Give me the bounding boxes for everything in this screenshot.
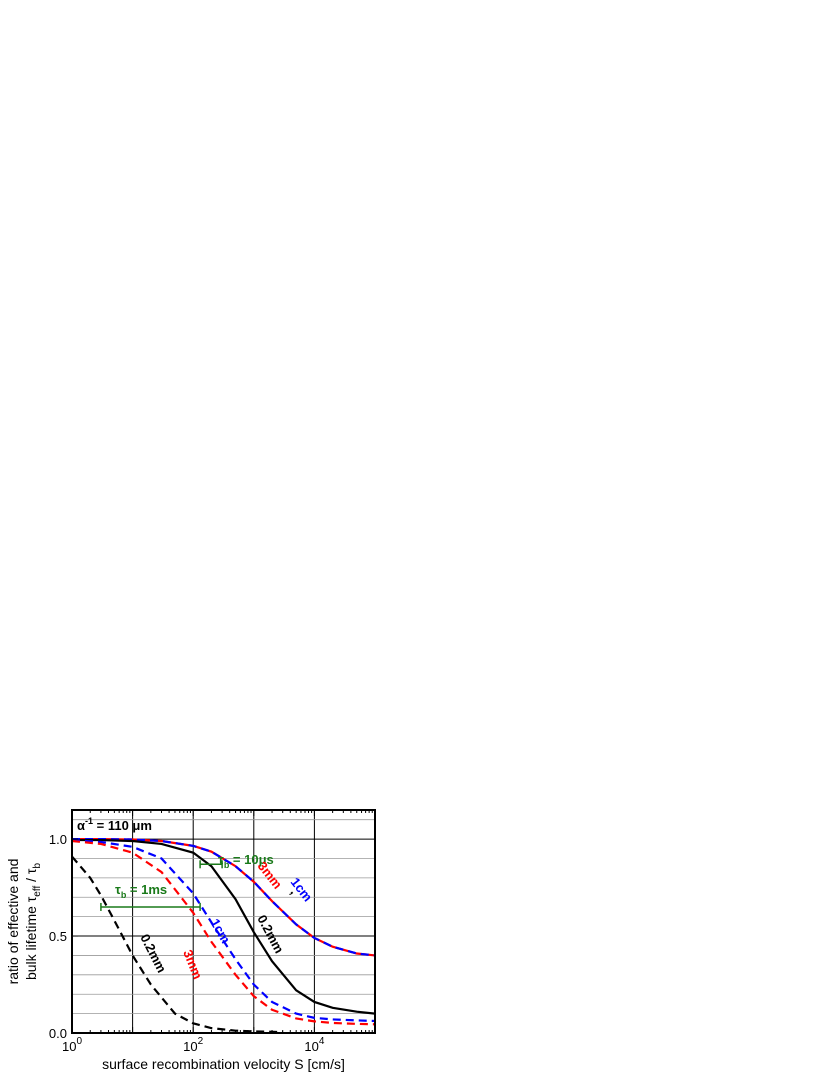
series-line-3 [72,838,376,1015]
x-tick-label-exponent: 2 [198,1036,204,1047]
plot-frame [71,809,376,1034]
annotation-10: 0.2mm [137,932,169,976]
x-tick-label: 104 [304,1036,324,1054]
annotation-7: 0.2mm [254,912,287,955]
annotation-superscript: -1 [85,816,93,826]
annotation-2: τb = 10μs [218,852,274,870]
y-tick-label: 1.0 [49,832,67,847]
series-line-2 [72,837,376,957]
y-axis-label-line2: bulk lifetime τeff / τb [23,863,43,980]
annotation-symbol: τ [218,852,224,867]
annotation-9: 3mm [180,948,205,982]
x-tick-label-exponent: 4 [319,1036,325,1047]
series-line-6 [71,855,283,1034]
plot-border [71,809,376,1034]
y-axis-label-tau: τ [23,896,39,902]
annotation-text: = 10μs [229,852,273,867]
x-tick-label-exponent: 0 [76,1036,82,1047]
x-tick-label-base: 10 [183,1039,197,1054]
series-line-4 [71,838,376,1023]
series-line-5 [71,839,376,1026]
annotation-symbol: α [77,818,85,833]
annotation-subscript: b [224,860,230,870]
annotation-text: = 110 μm [93,818,152,833]
annotation-3: τb = 1ms [115,882,167,900]
y-axis-label-subscript: b [32,863,43,869]
annotation-1: α-1 = 110 μm [77,816,152,833]
y-axis-label-text: bulk lifetime [23,902,39,980]
x-axis-label: surface recombination velocity S [cm/s] [102,1056,345,1072]
annotation-subscript: b [121,890,127,900]
annotation-text: = 1ms [126,882,167,897]
y-axis-label-subscript: eff [32,886,43,897]
y-axis-label-tau: τ [23,868,39,874]
y-axis-label-text: / [23,874,39,886]
x-tick-label: 100 [62,1036,82,1054]
x-tick-label-base: 10 [304,1039,318,1054]
annotation-symbol: τ [115,882,121,897]
y-tick-label: 0.0 [49,1026,67,1041]
x-tick-label-base: 10 [62,1039,76,1054]
y-axis-label-line1: ratio of effective and [5,859,21,985]
x-tick-label: 102 [183,1036,203,1054]
axis-labels: surface recombination velocity S [cm/s] … [5,859,345,1072]
y-tick-label: 0.5 [49,929,67,944]
series-group [71,837,376,1034]
